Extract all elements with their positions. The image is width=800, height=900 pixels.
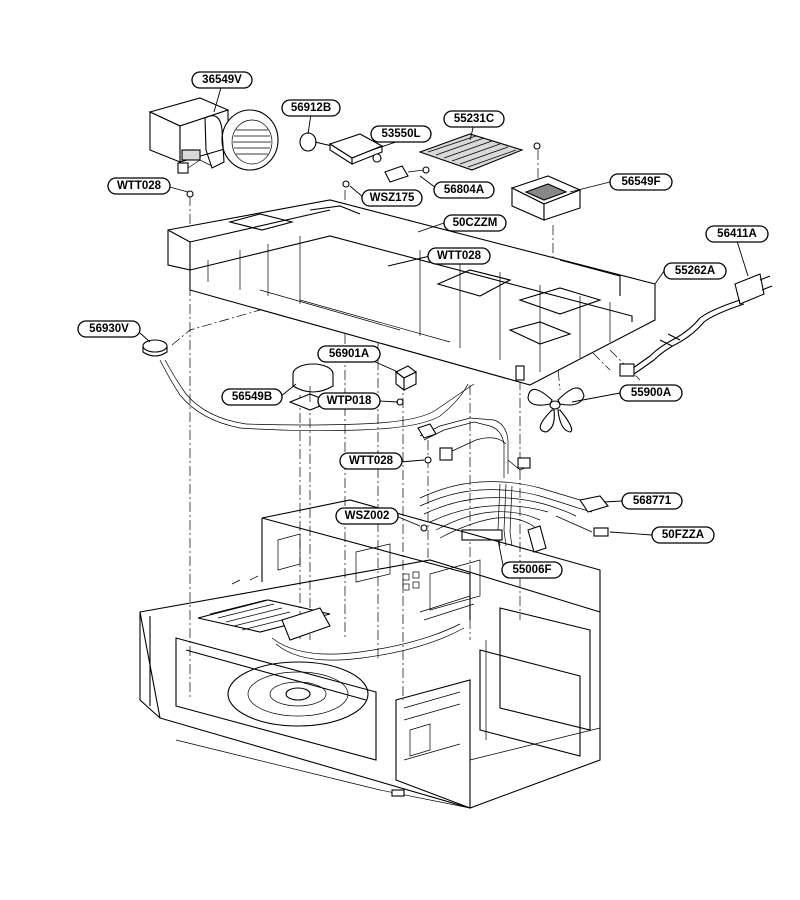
power-cord [619, 273, 773, 377]
part-label-56901a: 56901A [317, 345, 381, 363]
damper-motor [510, 142, 582, 221]
switch-56901A [394, 365, 418, 406]
part-label-text: WSZ002 [345, 510, 390, 522]
part-label-text: 36549V [202, 74, 242, 86]
part-label-55262a: 55262A [663, 262, 727, 280]
part-label-50czzm: 50CZZM [443, 214, 507, 232]
part-label-text: 56549B [232, 391, 272, 403]
part-label-text: WTT028 [437, 250, 482, 262]
part-label-text: 568771 [633, 495, 672, 507]
part-label-text: 56411A [717, 228, 757, 240]
part-label-text: 56912B [291, 102, 331, 114]
part-label-text: 50CZZM [453, 217, 498, 229]
part-label-text: 56930V [89, 323, 129, 335]
cooling-fan-blade [527, 387, 585, 433]
part-label-55900a: 55900A [619, 384, 683, 402]
part-label-56549f: 56549F [609, 173, 673, 191]
part-label-wtt028-low: WTT028 [339, 452, 403, 470]
part-label-text: 56901A [329, 348, 369, 360]
part-label-56912b: 56912B [281, 99, 341, 117]
part-label-56411a: 56411A [705, 225, 769, 243]
part-label-wsz175: WSZ175 [361, 189, 423, 207]
part-label-text: 55006F [512, 564, 551, 576]
thermostat [142, 339, 247, 429]
lamp-and-socket [299, 132, 384, 166]
part-label-56930v: 56930V [77, 320, 141, 338]
fuse [384, 165, 430, 183]
part-label-568771: 568771 [621, 492, 683, 510]
part-label-text: 56804A [444, 184, 484, 196]
blower-fan-motor [148, 97, 279, 174]
part-label-wtt028-mid: WTT028 [427, 247, 491, 265]
part-label-text: 50FZZA [662, 529, 704, 541]
part-label-text: 55231C [454, 113, 494, 125]
part-label-53550l: 53550L [370, 125, 432, 143]
part-label-text: WTT028 [117, 180, 162, 192]
top-plate-assembly [167, 199, 656, 386]
part-callouts: 36549V 56912B 55231C 53550L 56804A 56549… [77, 71, 769, 579]
part-label-wsz002: WSZ002 [335, 507, 399, 525]
part-label-text: 56549F [621, 176, 660, 188]
part-label-wtt028-top: WTT028 [107, 177, 171, 195]
part-label-56549b: 56549B [221, 388, 283, 406]
part-label-55006f: 55006F [501, 561, 563, 579]
control-panel-holes [402, 571, 420, 591]
part-label-text: 55262A [675, 265, 715, 277]
part-label-text: WSZ175 [370, 192, 415, 204]
part-label-text: WTT028 [349, 455, 394, 467]
wiring-harness [239, 383, 609, 553]
part-label-wtp018: WTP018 [317, 392, 381, 410]
charcoal-filter [418, 133, 524, 171]
part-label-55231c: 55231C [443, 110, 505, 128]
part-label-text: 53550L [381, 128, 420, 140]
part-label-text: WTP018 [327, 395, 372, 407]
part-label-36549v: 36549V [191, 71, 253, 89]
part-label-text: 55900A [631, 387, 671, 399]
oven-cavity-chassis [139, 499, 601, 809]
part-label-56804a: 56804A [433, 181, 495, 199]
part-label-50fzza: 50FZZA [651, 526, 715, 544]
